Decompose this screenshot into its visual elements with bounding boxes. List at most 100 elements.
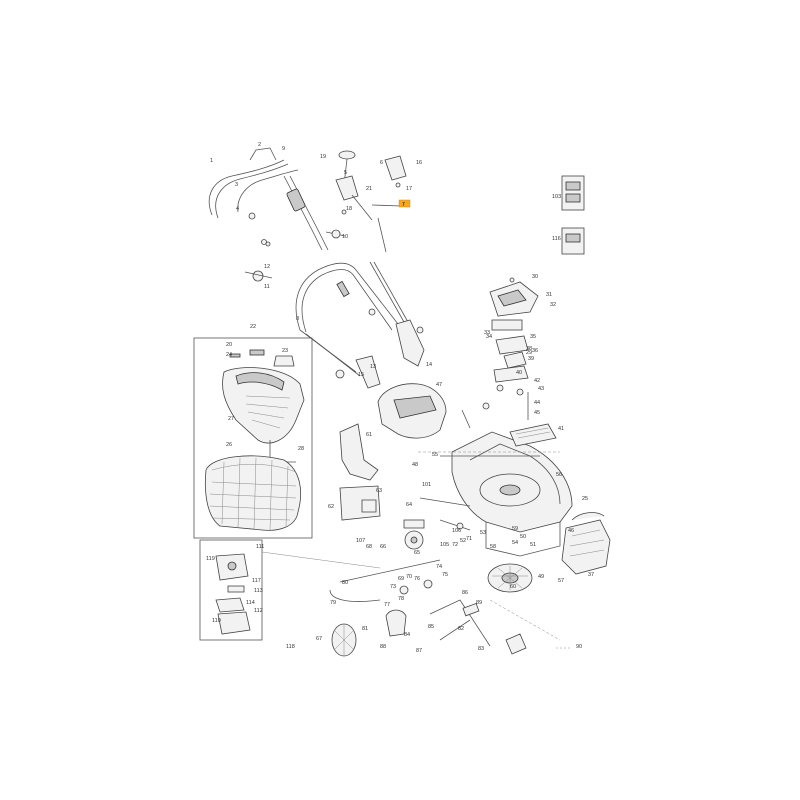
callout-42: 42 [534, 378, 540, 384]
callout-10: 10 [342, 234, 348, 240]
callout-89: 89 [476, 600, 482, 606]
callout-17: 17 [406, 186, 412, 192]
callout-101: 101 [422, 482, 431, 488]
callout-40: 40 [516, 370, 522, 376]
callout-119: 119 [206, 556, 215, 562]
assembly-guide-lines [418, 451, 572, 649]
callout-72: 72 [452, 542, 458, 548]
callout-66: 66 [380, 544, 386, 550]
callout-51: 51 [530, 542, 536, 548]
highlighted-callout-label: 7 [402, 202, 405, 208]
drive-assembly [329, 497, 471, 602]
callout-32: 32 [550, 302, 556, 308]
callout-81: 81 [362, 626, 368, 632]
callout-86: 86 [462, 590, 468, 596]
callout-36: 36 [532, 348, 538, 354]
callout-79: 79 [330, 600, 336, 606]
callout-30: 30 [532, 274, 538, 280]
callout-84: 84 [404, 632, 410, 638]
callout-37: 37 [588, 572, 594, 578]
wheel-bracket [385, 599, 527, 655]
callout-35: 35 [530, 334, 536, 340]
callout-105: 105 [440, 542, 449, 548]
decal-icons [561, 175, 585, 255]
callout-80: 80 [342, 580, 348, 586]
callout-3: 3 [235, 182, 238, 188]
callout-12: 12 [264, 264, 270, 270]
grass-bag-inset [193, 337, 313, 539]
callout-76: 76 [414, 576, 420, 582]
callout-21: 21 [366, 186, 372, 192]
callout-5: 5 [344, 170, 347, 176]
callout-107: 107 [356, 538, 365, 544]
callout-22: 22 [250, 324, 256, 330]
callout-117: 117 [252, 578, 261, 584]
callout-20: 20 [226, 342, 232, 348]
callout-55: 55 [432, 452, 438, 458]
callout-87: 87 [416, 648, 422, 654]
callout-78: 78 [398, 596, 404, 602]
wheel-67 [331, 623, 357, 657]
callout-28: 28 [298, 446, 304, 452]
engine-top-parts [461, 277, 539, 429]
callout-82: 82 [458, 626, 464, 632]
callout-18: 18 [346, 206, 352, 212]
callout-31: 31 [546, 292, 552, 298]
highlighted-callout-box [398, 199, 411, 208]
callout-61: 61 [366, 432, 372, 438]
callout-24: 24 [226, 352, 232, 358]
callout-50: 50 [520, 534, 526, 540]
callout-71: 71 [466, 536, 472, 542]
callout-53: 53 [480, 530, 486, 536]
callout-75: 75 [442, 572, 448, 578]
callout-23: 23 [282, 348, 288, 354]
callout-9: 9 [282, 146, 285, 152]
callout-68: 68 [366, 544, 372, 550]
carburettor-inset [199, 539, 381, 641]
callout-1: 1 [210, 158, 213, 164]
callout-38: 38 [526, 346, 532, 352]
callout-67: 67 [316, 636, 322, 642]
callout-69: 69 [398, 576, 404, 582]
callout-118: 118 [286, 644, 295, 650]
callout-106: 106 [452, 528, 461, 534]
callout-34: 34 [486, 334, 492, 340]
callout-39: 39 [528, 356, 534, 362]
callout-47: 47 [436, 382, 442, 388]
plate-part [339, 485, 381, 521]
callout-70: 70 [406, 574, 412, 580]
callout-15: 15 [358, 372, 364, 378]
callout-19: 19 [320, 154, 326, 160]
callout-113: 113 [254, 588, 263, 594]
callout-116: 116 [552, 236, 561, 242]
engine-cover [377, 383, 447, 439]
callout-14: 14 [426, 362, 432, 368]
callout-46: 46 [568, 528, 574, 534]
callout-16: 16 [416, 160, 422, 166]
rear-flap-assembly [561, 512, 611, 575]
control-lever-assembly [335, 150, 407, 253]
callout-54: 54 [512, 540, 518, 546]
air-filter [509, 423, 557, 447]
wheel-86 [487, 563, 533, 593]
callout-73: 73 [390, 584, 396, 590]
callout-65: 65 [414, 550, 420, 556]
callout-56: 56 [556, 472, 562, 478]
callout-41: 41 [558, 426, 564, 432]
callout-74: 74 [436, 564, 442, 570]
callout-6: 6 [380, 160, 383, 166]
callout-77: 77 [384, 602, 390, 608]
callout-90: 90 [576, 644, 582, 650]
callout-26: 26 [226, 442, 232, 448]
callout-62: 62 [328, 504, 334, 510]
callout-64: 64 [406, 502, 412, 508]
callout-111: 111 [256, 544, 264, 550]
callout-112: 112 [254, 608, 263, 614]
callout-58: 58 [490, 544, 496, 550]
callout-11: 11 [264, 284, 270, 290]
callout-27: 27 [228, 416, 234, 422]
callout-88: 88 [380, 644, 386, 650]
lower-handle-assembly [295, 261, 425, 389]
